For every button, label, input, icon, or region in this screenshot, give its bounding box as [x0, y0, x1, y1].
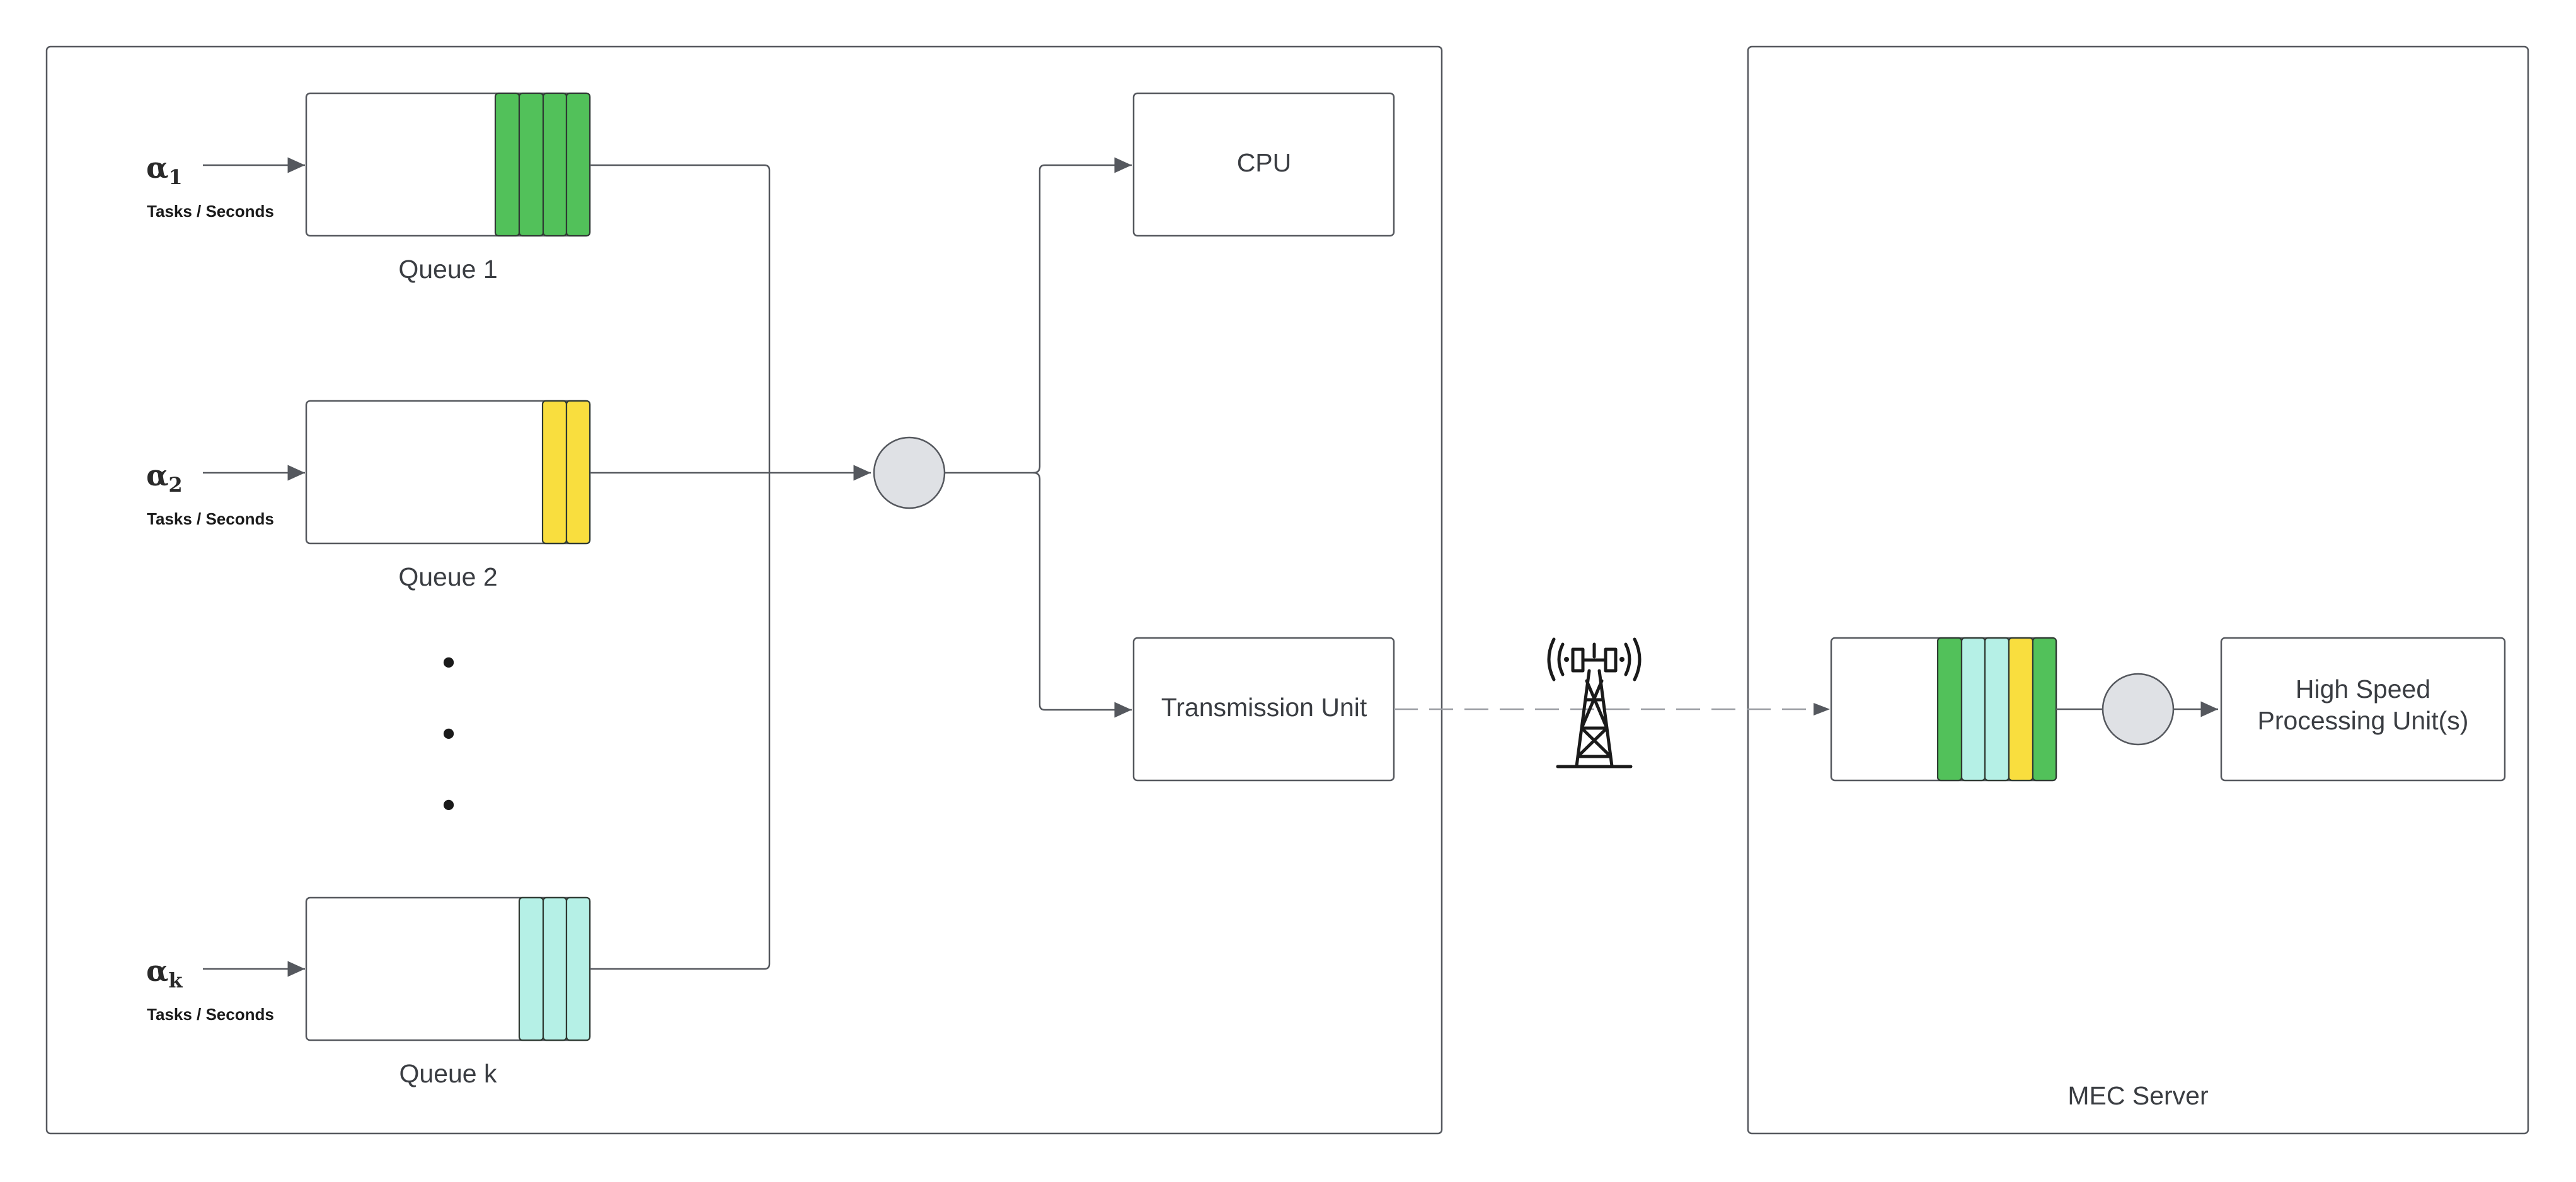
queue-1-slot — [565, 92, 591, 237]
processing-unit-box — [2220, 637, 2506, 782]
queue-1-label: Queue 1 — [398, 255, 497, 284]
queue-1-rate: Tasks / Seconds — [147, 202, 274, 221]
queue-k-slot — [518, 896, 544, 1041]
queue-2-rate: Tasks / Seconds — [147, 509, 274, 528]
queue-2-slot — [541, 400, 568, 545]
mec-server-label: MEC Server — [2067, 1081, 2208, 1110]
queue-2-slot — [565, 400, 591, 545]
queue-2-label: Queue 2 — [398, 562, 497, 591]
ellipsis-dot: • — [438, 715, 459, 756]
queue-1-slot — [494, 92, 520, 237]
queue-k-group: αk Tasks / Seconds Queue k — [146, 896, 591, 1088]
cpu-label: CPU — [1237, 148, 1292, 177]
mec-queue-slot — [1984, 637, 2010, 782]
mec-server-frame — [1747, 45, 2529, 1135]
wireless-link-arrowhead — [1814, 703, 1830, 716]
queue-2-group: α2 Tasks / Seconds Queue 2 — [146, 400, 591, 591]
scheduler-node — [873, 436, 946, 509]
queue-k-slots — [518, 896, 591, 1041]
mec-queue-slots — [1936, 637, 2057, 782]
queue-1-connector — [590, 164, 771, 970]
scheduler-to-cpu-arrow — [945, 157, 1132, 474]
queue-k-rate: Tasks / Seconds — [147, 1005, 274, 1024]
ellipsis-dot: • — [438, 644, 459, 685]
cell-tower-icon — [1547, 637, 1642, 768]
queue-k-slot — [565, 896, 591, 1041]
cpu-box — [1132, 92, 1395, 237]
queue-2-alpha: α2 — [146, 458, 183, 497]
queue-k-label: Queue k — [400, 1059, 497, 1088]
processing-unit-label-line2: Processing Unit(s) — [2258, 706, 2469, 735]
processing-unit-label-line1: High Speed — [2296, 675, 2430, 704]
transmission-unit-label: Transmission Unit — [1161, 693, 1367, 722]
queue-1-alpha: α1 — [146, 151, 183, 189]
queue-k-slot — [542, 896, 568, 1041]
ellipsis-dot: • — [438, 786, 459, 827]
queue-1-slot — [518, 92, 544, 237]
scheduler-to-transmission-arrow — [1033, 472, 1132, 718]
user-device-frame — [45, 45, 1443, 1135]
queue-1-slot — [542, 92, 568, 237]
mec-server-node — [2102, 673, 2175, 746]
mec-queue-slot — [1960, 637, 1986, 782]
mec-queue-slot — [2008, 637, 2034, 782]
queue-1-slots — [494, 92, 591, 237]
mec-queue-slot — [1936, 637, 1963, 782]
queue-k-alpha: αk — [146, 954, 183, 992]
queue-2-slots — [541, 400, 591, 545]
queue-1-group: α1 Tasks / Seconds Queue 1 — [146, 92, 591, 284]
mec-queue-slot — [2032, 637, 2057, 782]
